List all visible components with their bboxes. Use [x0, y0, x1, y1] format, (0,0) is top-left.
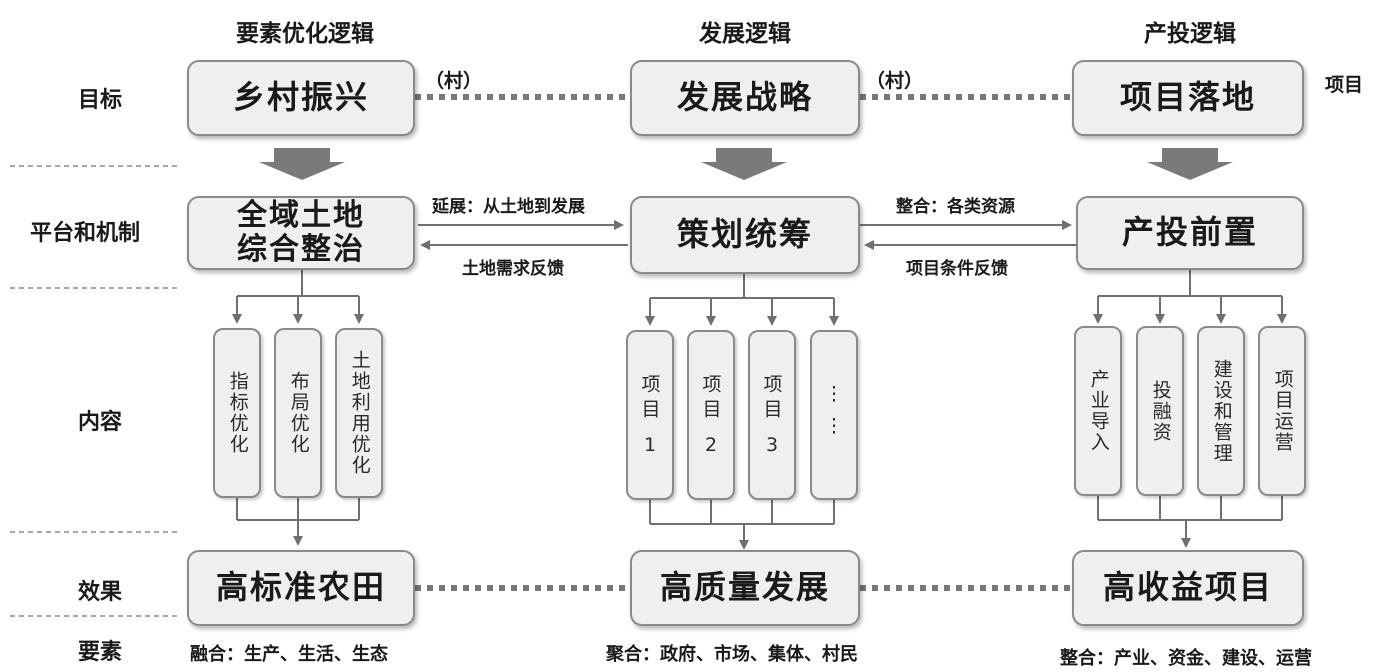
arrow-label-extend: 延展：从土地到发展: [432, 197, 585, 217]
arrow-label-project-feedback: 项目条件反馈: [906, 259, 1008, 279]
effect-box-high-standard-farmland: 高标准农田: [187, 550, 415, 626]
platform-left-line2: 综合整治: [237, 232, 365, 267]
content-box-project-1: 项目 1: [626, 330, 674, 500]
goal-link-label-right: （村）: [866, 70, 924, 92]
goal-box-development-strategy: 发展战略: [630, 60, 860, 136]
column-header-middle: 发展逻辑: [699, 20, 791, 47]
down-arrow-left: [259, 148, 345, 180]
tree-right-bottom: [1097, 496, 1283, 548]
content-box-land-use-optimization: 土地利用优化: [335, 328, 383, 498]
tree-left-top: [232, 270, 364, 324]
arrow-label-land-feedback: 土地需求反馈: [462, 259, 564, 279]
project-2-number: 2: [704, 434, 718, 456]
tree-middle-top: [645, 274, 839, 326]
elements-middle: 聚合：政府、市场、集体、村民: [606, 644, 858, 665]
content-box-industry-import: 产业导入: [1074, 326, 1122, 496]
arrow-label-integrate: 整合：各类资源: [896, 197, 1015, 217]
goal-box-project-landing: 项目落地: [1072, 60, 1304, 136]
project-3-number: 3: [765, 434, 779, 456]
platform-box-investment-front: 产投前置: [1076, 196, 1304, 270]
goal-box-rural-revitalization: 乡村振兴: [187, 60, 415, 136]
tree-left-bottom: [236, 498, 360, 546]
project-1-number: 1: [643, 434, 657, 456]
column-header-right: 产投逻辑: [1144, 20, 1236, 47]
tree-right-top: [1093, 270, 1287, 324]
column-header-left: 要素优化逻辑: [236, 20, 374, 47]
goal-link-label-left: （村）: [425, 70, 483, 92]
content-box-investment-finance: 投融资: [1136, 326, 1184, 496]
content-box-indicator-optimization: 指标优化: [213, 328, 261, 498]
down-arrow-middle: [701, 148, 787, 180]
project-2-name: 项目: [699, 374, 722, 424]
effect-box-high-quality-development: 高质量发展: [630, 550, 860, 626]
platform-box-land-consolidation: 全域土地 综合整治: [187, 196, 415, 270]
effect-box-high-return-project: 高收益项目: [1072, 550, 1304, 626]
platform-left-line1: 全域土地: [237, 198, 365, 234]
elements-right: 整合：产业、资金、建设、运营: [1060, 648, 1312, 669]
goal-right-note: 项目: [1325, 74, 1364, 96]
tree-middle-bottom: [649, 500, 835, 550]
content-box-project-3: 项目 3: [748, 330, 796, 500]
content-box-project-2: 项目 2: [687, 330, 735, 500]
content-box-construction-management: 建设和管理: [1197, 326, 1245, 496]
down-arrow-right: [1147, 148, 1233, 180]
row-label-elements: 要素: [77, 639, 122, 665]
elements-left: 融合：生产、生活、生态: [190, 644, 388, 665]
content-box-layout-optimization: 布局优化: [274, 328, 322, 498]
platform-box-planning: 策划统筹: [630, 196, 860, 274]
row-label-platform: 平台和机制: [29, 220, 140, 246]
row-label-goal: 目标: [77, 87, 122, 113]
project-1-name: 项目: [638, 374, 661, 424]
project-3-name: 项目: [760, 374, 783, 424]
content-box-project-operation: 项目运营: [1258, 326, 1306, 496]
project-more-ellipsis: ⋮⋮: [823, 383, 845, 447]
row-label-effect: 效果: [77, 579, 122, 605]
row-label-content: 内容: [77, 409, 122, 435]
content-box-project-more: ⋮⋮: [810, 330, 858, 500]
